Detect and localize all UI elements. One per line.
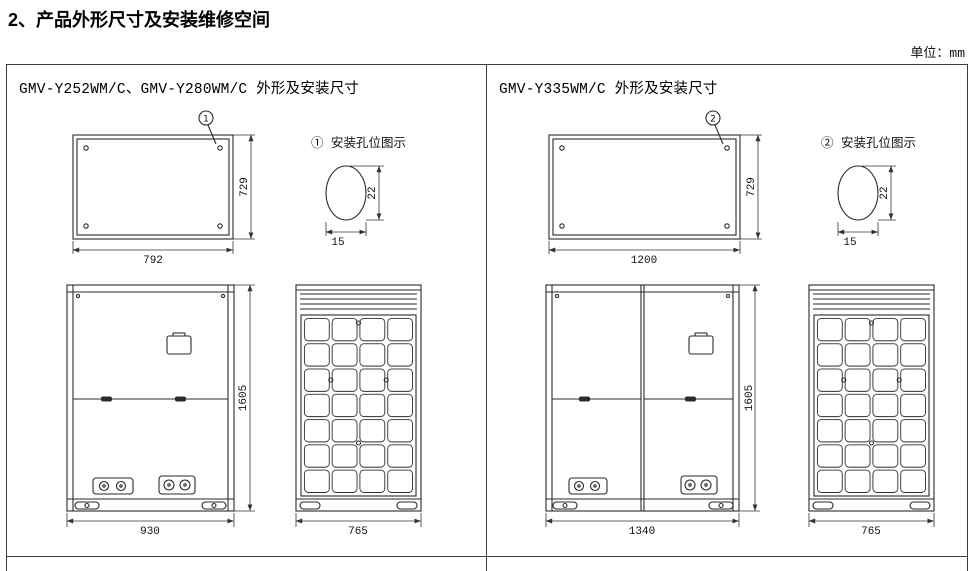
top-depth-dimension [740,134,762,240]
hole-width-dimension [837,222,879,236]
unit-front-view [66,284,235,512]
unit-top-view [548,110,741,240]
mounting-hole-detail [837,165,879,221]
hole-width-label: 15 [331,237,344,249]
unit-side-view [808,284,935,512]
left-panel-drawings: 1 792 729 ① 安装孔位图示 [66,110,422,538]
hole-height-dimension [350,165,384,221]
front-width-label: 930 [140,526,160,538]
hole-width-label: 15 [843,237,856,249]
side-width-dimension [808,513,935,527]
hole-height-label: 22 [879,186,891,199]
top-depth-dimension [233,134,255,240]
unit-side-view [295,284,422,512]
top-width-label: 1200 [631,255,657,267]
panel-title-left: GMV-Y252WM/C、GMV-Y280WM/C 外形及安装尺寸 [19,82,360,98]
mounting-hole-detail [325,165,367,221]
panel-gmv-y252-y280: GMV-Y252WM/C、GMV-Y280WM/C 外形及安装尺寸 [7,65,486,556]
hole-height-dimension [862,165,896,221]
horizontal-divider [7,556,967,557]
hole-detail-title-left: ① 安装孔位图示 [311,135,406,151]
hole-detail-title-right: ② 安装孔位图示 [821,135,916,151]
top-depth-label: 729 [746,177,758,197]
hole-height-label: 22 [367,186,379,199]
front-height-label: 1605 [238,385,250,411]
panel-title-right: GMV-Y335WM/C 外形及安装尺寸 [499,82,718,98]
top-width-dimension [548,241,741,254]
front-width-dimension [66,513,235,527]
side-width-label: 765 [348,526,368,538]
side-width-dimension [295,513,422,527]
side-width-label: 765 [861,526,881,538]
front-width-label: 1340 [629,526,655,538]
vertical-divider [486,65,487,571]
right-panel-drawings: 2 1200 729 ② 安装孔位图示 [545,110,935,538]
top-width-label: 792 [143,255,163,267]
hole-width-dimension [325,222,367,236]
top-depth-label: 729 [239,177,251,197]
dimensions-figure-box: GMV-Y252WM/C、GMV-Y280WM/C 外形及安装尺寸 [6,64,968,571]
front-width-dimension [545,513,740,527]
unit-front-view [545,284,740,512]
callout-marker-2: 2 [710,115,716,125]
unit-top-view [72,110,234,240]
panel-gmv-y335: GMV-Y335WM/C 外形及安装尺寸 [487,65,966,556]
front-height-label: 1605 [744,385,756,411]
front-height-dimension [739,284,760,512]
unit-label: 单位：mm [910,46,965,61]
callout-marker-1: 1 [203,115,209,125]
top-width-dimension [72,241,234,254]
front-height-dimension [234,284,255,512]
page-title: 2、产品外形尺寸及安装维修空间 [8,10,271,30]
